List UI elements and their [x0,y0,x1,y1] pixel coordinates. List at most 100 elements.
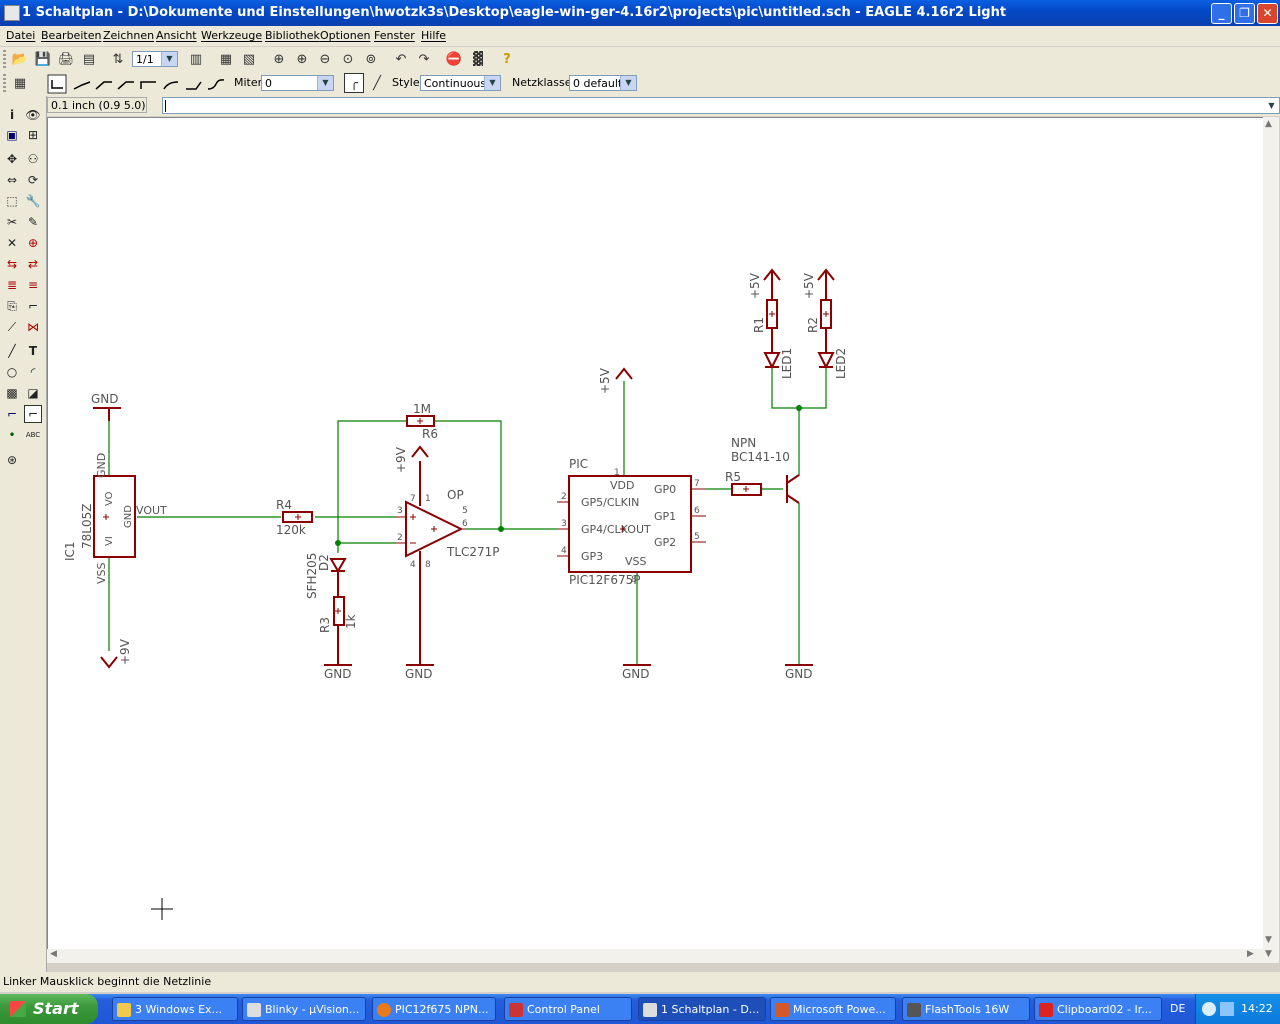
menu-werkzeuge[interactable]: Werkzeuge [201,29,263,42]
wire-icon[interactable]: ╱ [8,344,16,358]
add-icon[interactable]: ⊕ [27,236,39,250]
board-icon[interactable]: ▥ [189,51,203,67]
sheet-select[interactable]: 1/1▼ [132,51,178,67]
zoom-select-icon[interactable]: ⊚ [365,51,377,67]
help-icon[interactable]: ? [503,51,511,67]
arc-icon[interactable]: ◜ [30,365,36,379]
minimize-button[interactable]: _ [1211,3,1232,24]
chevron-down-icon[interactable]: ▼ [1268,101,1275,110]
redo-icon[interactable]: ↷ [418,51,430,67]
zoom-fit-icon[interactable]: ⊕ [273,51,285,67]
maximize-button[interactable]: ❐ [1234,3,1255,24]
gnd-label: GND [785,667,813,681]
split-icon[interactable]: ⟋ [7,319,17,334]
task-firefox[interactable]: PIC12f675 NPN... [372,997,496,1021]
task-irfanview[interactable]: Clipboard02 - Ir... [1034,997,1162,1021]
command-line-input[interactable]: ▼ [162,97,1280,114]
scroll-down-icon[interactable]: ▼ [1265,949,1272,959]
miter-label: Miter: [234,76,266,89]
print-icon[interactable]: 🖨 [57,51,75,67]
pinswap-icon[interactable]: ⇆ [6,257,18,271]
script-icon[interactable]: ▦ [219,51,233,67]
ulp-icon[interactable]: ▧ [242,51,256,67]
cap-flat-icon[interactable]: ╱ [373,75,381,91]
copy-icon[interactable]: ⚇ [27,152,39,166]
start-button[interactable]: Start [0,994,98,1024]
go-icon[interactable]: ▓ [473,51,483,67]
netclass-select[interactable]: 0 default▼ [569,75,637,91]
smash-icon[interactable]: ⎘ [7,298,17,313]
junction-icon[interactable]: • [8,428,16,442]
move-icon[interactable]: ✥ [6,152,18,166]
paste-icon[interactable]: ✎ [27,215,39,229]
erc-icon[interactable]: ⊛ [6,453,18,467]
scroll-down-icon[interactable]: ▼ [1265,935,1272,945]
bus-icon[interactable]: ⌐ [6,407,18,421]
task-uvision[interactable]: Blinky - µVision... [242,997,366,1021]
undo-icon[interactable]: ↶ [395,51,407,67]
sheet-icon[interactable]: ⇅ [112,51,124,67]
task-eagle-schematic[interactable]: 1 Schaltplan - D... [638,997,766,1021]
close-button[interactable]: ✕ [1257,3,1278,24]
schematic-drawing[interactable]: GND 1M R6 R4 120k VOUT OP TLC271P PIC PI… [48,118,1264,950]
value-icon[interactable]: ≡ [27,278,39,292]
scroll-right-icon[interactable]: ▶ [1247,949,1254,959]
menu-bibliothek[interactable]: Bibliothek [265,29,320,42]
open-icon[interactable]: 📂 [11,51,29,67]
circle-icon[interactable]: ○ [6,365,18,379]
scroll-left-icon[interactable]: ◀ [50,949,57,959]
name-icon[interactable]: ≣ [6,278,18,292]
menu-bearbeiten[interactable]: Bearbeiten [41,29,102,42]
info-icon[interactable]: i [9,108,15,122]
menu-optionen[interactable]: Optionen [320,29,371,42]
network-icon[interactable] [1220,1002,1234,1016]
command-bar: 0.1 inch (0.9 5.0) ▼ [0,95,1280,116]
wire-bend-icons[interactable] [46,74,226,94]
cut-icon[interactable]: ✂ [6,215,18,229]
menu-hilfe[interactable]: Hilfe [421,29,447,42]
style-select[interactable]: Continuous▼ [420,75,501,91]
show-icon[interactable]: 👁 [25,108,41,122]
menu-fenster[interactable]: Fenster [374,29,415,42]
menu-zeichnen[interactable]: Zeichnen [103,29,155,42]
task-powerpoint[interactable]: Microsoft Powe... [770,997,896,1021]
mark-icon[interactable]: ⊞ [27,128,39,142]
delete-icon[interactable]: ✕ [6,236,18,250]
polygon-icon[interactable]: ◪ [27,386,39,400]
redraw-icon[interactable]: ⊙ [342,51,354,67]
text-icon[interactable]: T [28,344,38,358]
zoom-in-icon[interactable]: ⊕ [296,51,308,67]
scroll-up-icon[interactable]: ▲ [1265,119,1272,129]
rotate-icon[interactable]: ⟳ [27,173,39,187]
save-icon[interactable]: 💾 [34,51,52,67]
schematic-canvas[interactable]: GND 1M R6 R4 120k VOUT OP TLC271P PIC PI… [47,117,1265,951]
zoom-out-icon[interactable]: ⊖ [319,51,331,67]
rect-icon[interactable]: ▩ [6,386,18,400]
display-icon[interactable]: ▣ [6,128,18,142]
mirror-icon[interactable]: ⇔ [6,173,18,187]
menu-datei[interactable]: Datei [6,29,36,42]
net-icon[interactable]: ⌐ [24,405,42,423]
stop-icon[interactable]: ⛔ [445,51,463,67]
task-control-panel[interactable]: Control Panel [504,997,632,1021]
svg-text:6: 6 [462,519,468,529]
title-bar[interactable]: 1 Schaltplan - D:\Dokumente und Einstell… [0,0,1280,26]
invoke-icon[interactable]: ⋈ [27,320,39,334]
group-icon[interactable]: ⬚ [6,194,18,208]
gateswap-icon[interactable]: ⇄ [27,257,39,271]
task-explorer[interactable]: 3 Windows Ex... [112,997,238,1021]
horizontal-scrollbar[interactable]: ◀ ▶ [47,949,1263,963]
miter-select[interactable]: 0▼ [261,75,334,91]
miter-icon[interactable]: ⌐ [27,299,39,313]
language-indicator[interactable]: DE [1170,1002,1186,1015]
menu-ansicht[interactable]: Ansicht [156,29,197,42]
label-icon[interactable]: ABC [25,431,41,439]
cam-icon[interactable]: ▤ [82,51,96,67]
cap-round-icon[interactable]: ╭ [344,73,364,93]
vertical-scrollbar[interactable]: ▲ ▼ ▼ [1263,117,1279,963]
task-flashtools[interactable]: FlashTools 16W [902,997,1030,1021]
change-icon[interactable]: 🔧 [25,194,41,208]
layer-icon[interactable]: ▦ [13,75,27,91]
tray-expand-icon[interactable] [1202,1002,1216,1016]
p9v-label: +9V [394,446,408,473]
